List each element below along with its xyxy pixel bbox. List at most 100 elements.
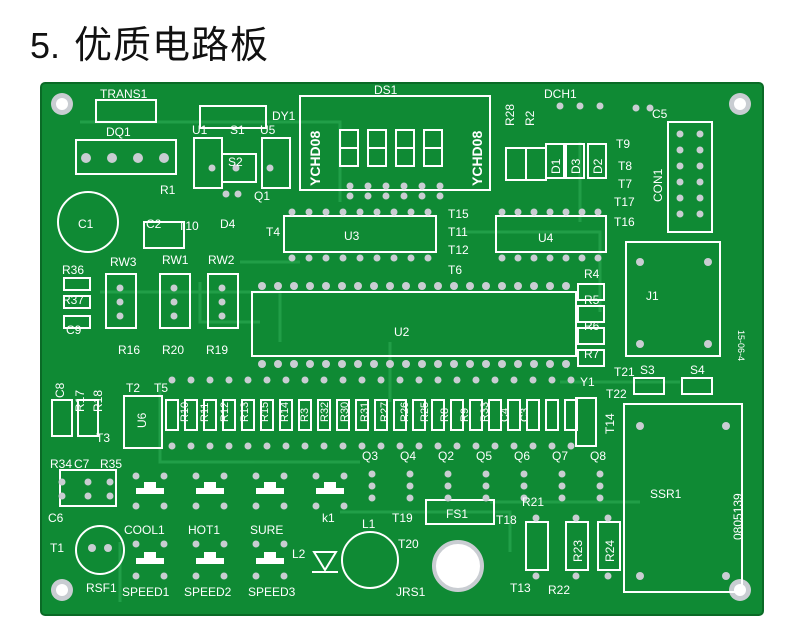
label-q1: Q1 <box>254 189 270 203</box>
solder-pad <box>338 282 346 290</box>
solder-pad <box>696 146 704 154</box>
label-c4: C4 <box>499 408 511 422</box>
solder-pad <box>368 494 376 502</box>
solder-pad <box>510 376 518 384</box>
resistor-body <box>412 399 426 431</box>
solder-pad <box>81 153 91 163</box>
solder-pad <box>530 282 538 290</box>
solder-pad <box>356 254 364 262</box>
label-speed1: SPEED1 <box>122 585 170 599</box>
solder-pad <box>514 254 522 262</box>
solder-pad <box>558 470 566 478</box>
resistor-body <box>374 399 388 431</box>
solder-pad <box>400 192 408 200</box>
solder-pad <box>562 282 570 290</box>
solder-pad <box>220 540 228 548</box>
solder-pad <box>418 182 426 190</box>
label-t20: T20 <box>398 537 419 551</box>
solder-pad <box>514 208 522 216</box>
label-rsf1: RSF1 <box>86 581 117 595</box>
solder-pad <box>696 162 704 170</box>
solder-pad <box>322 254 330 262</box>
label-q6: Q6 <box>514 449 530 463</box>
solder-pad <box>382 192 390 200</box>
solder-pad <box>632 104 640 112</box>
solder-pad <box>225 442 233 450</box>
label-speed2: SPEED2 <box>184 585 232 599</box>
label-r20: R20 <box>162 343 184 357</box>
label-q3: Q3 <box>362 449 378 463</box>
solder-pad <box>406 494 414 502</box>
label-ychd08a: YCHD08 <box>307 131 323 186</box>
solder-pad <box>320 442 328 450</box>
label-hot1: HOT1 <box>188 523 220 537</box>
solder-pad <box>450 282 458 290</box>
solder-pad <box>192 502 200 510</box>
solder-pad <box>356 208 364 216</box>
solder-pad <box>133 153 143 163</box>
solder-pad <box>444 470 452 478</box>
solder-pad <box>558 494 566 502</box>
solder-pad <box>312 472 320 480</box>
solder-pad <box>368 470 376 478</box>
solder-pad <box>206 376 214 384</box>
solder-pad <box>354 360 362 368</box>
solder-pad <box>222 190 230 198</box>
solder-pad <box>346 182 354 190</box>
label-r22: R22 <box>548 583 570 597</box>
label-cool1: COOL1 <box>124 523 165 537</box>
solder-pad <box>596 482 604 490</box>
solder-pad <box>116 312 124 320</box>
solder-pad <box>520 470 528 478</box>
solder-pad <box>400 182 408 190</box>
solder-pad <box>358 376 366 384</box>
label-r25: R25 <box>419 402 431 422</box>
solder-pad <box>596 494 604 502</box>
label-r1: R1 <box>160 183 176 197</box>
solder-pad <box>354 282 362 290</box>
label-r27: R27 <box>379 402 391 422</box>
solder-pad <box>594 208 602 216</box>
solder-pad <box>170 312 178 320</box>
label-r18: R18 <box>91 390 105 412</box>
label-ds1: DS1 <box>374 83 398 97</box>
solder-pad <box>604 514 612 522</box>
solder-pad <box>290 360 298 368</box>
solder-pad <box>258 282 266 290</box>
heading-title: 优质电路板 <box>74 23 270 67</box>
label-jrs1: JRS1 <box>396 585 426 599</box>
solder-pad <box>132 572 140 580</box>
solder-pad <box>170 284 178 292</box>
label-c6: C6 <box>48 511 64 525</box>
solder-pad <box>220 472 228 480</box>
solder-pad <box>339 208 347 216</box>
solder-pad <box>676 146 684 154</box>
solder-pad <box>320 376 328 384</box>
solder-pad <box>168 376 176 384</box>
label-u6: U6 <box>135 412 149 428</box>
solder-pad <box>482 494 490 502</box>
label-c5: C5 <box>652 107 668 121</box>
label-t22: T22 <box>606 387 627 401</box>
label-y1: Y1 <box>580 375 595 389</box>
label-j1: J1 <box>646 289 659 303</box>
solder-pad <box>596 470 604 478</box>
solder-pad <box>192 472 200 480</box>
solder-pad <box>290 282 298 290</box>
solder-pad <box>676 162 684 170</box>
label-rw2: RW2 <box>208 253 235 267</box>
solder-pad <box>159 153 169 163</box>
solder-pad <box>244 442 252 450</box>
solder-pad <box>282 442 290 450</box>
solder-pad <box>498 254 506 262</box>
label-rw3: RW3 <box>110 255 137 269</box>
solder-pad <box>280 572 288 580</box>
solder-pad <box>160 572 168 580</box>
solder-pad <box>696 178 704 186</box>
solder-pad <box>636 340 644 348</box>
solder-pad <box>84 478 92 486</box>
solder-pad <box>567 442 575 450</box>
solder-pad <box>106 492 114 500</box>
solder-pad <box>530 360 538 368</box>
